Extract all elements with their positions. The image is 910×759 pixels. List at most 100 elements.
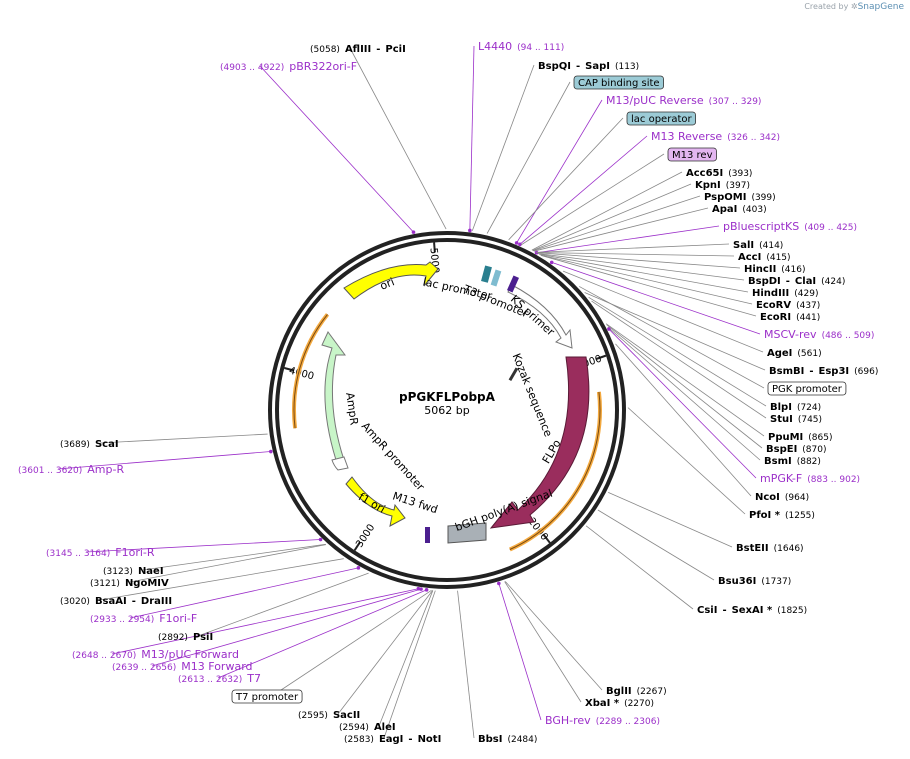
enzyme-label[interactable]: (2892)PsiI — [158, 632, 213, 643]
enzyme-label[interactable]: PpuMI(865) — [768, 432, 832, 443]
enzyme-label[interactable]: KpnI(397) — [695, 180, 750, 191]
enzyme-label[interactable]: BbsI(2484) — [478, 734, 537, 745]
enzyme-label[interactable]: AccI(415) — [738, 252, 791, 263]
snapgene-credit: Created by ✲SnapGene — [804, 2, 904, 12]
enzyme-label[interactable]: ApaI(403) — [712, 204, 767, 215]
enzyme-label[interactable]: BspEI(870) — [766, 444, 827, 455]
label-separator: - — [809, 366, 813, 377]
leader-line — [536, 225, 720, 254]
enzyme-label[interactable]: AgeI(561) — [767, 348, 822, 359]
enzyme-label[interactable]: XbaI *(2270) — [585, 698, 654, 709]
enzyme-label[interactable]: PfoI *(1255) — [749, 510, 815, 521]
enzyme-label[interactable]: BsmBI-Esp3I(696) — [769, 366, 878, 377]
label-name: T7 — [246, 672, 261, 685]
enzyme-label[interactable]: (2583)EagI-NotI — [344, 734, 441, 745]
label-separator: - — [786, 276, 790, 287]
enzyme-label[interactable]: (3121)NgoMIV — [90, 578, 169, 589]
enzyme-label[interactable]: BlpI(724) — [770, 402, 821, 413]
leader-line — [532, 195, 701, 252]
leader-line — [486, 81, 571, 234]
enzyme-label[interactable]: EcoRV(437) — [756, 300, 820, 311]
enzyme-label[interactable]: (2594)AleI — [339, 722, 396, 733]
feature-label[interactable]: (2933 .. 2954)F1ori-F — [90, 612, 197, 625]
feature-box-label[interactable]: M13 rev — [667, 147, 717, 162]
ruler-tick — [433, 242, 436, 253]
leader-line — [536, 252, 741, 269]
enzyme-label[interactable]: (3020)BsaAI-DraIII — [60, 596, 172, 607]
enzyme-label[interactable]: Bsu36I(1737) — [718, 576, 791, 587]
feature-label[interactable]: (2648 .. 2670)M13/pUC Forward — [72, 648, 239, 661]
enzyme-label[interactable]: BglII(2267) — [606, 686, 667, 697]
label-name: L4440 — [478, 40, 512, 53]
orf-flpo-arc-outline — [509, 391, 601, 550]
enzyme-label[interactable]: BspDI-ClaI(424) — [748, 276, 845, 287]
label-name: HincII — [744, 264, 776, 275]
feature-label[interactable]: MSCV-rev(486 .. 509) — [764, 328, 874, 341]
leader-line — [535, 243, 730, 253]
feature-lac-operator-box[interactable] — [481, 265, 492, 283]
leader-line — [585, 525, 694, 610]
enzyme-label[interactable]: BspQI-SapI(113) — [538, 61, 639, 72]
leader-line — [551, 261, 761, 335]
feature-lac-promoter[interactable] — [507, 284, 573, 349]
feature-site-mark — [318, 537, 323, 542]
feature-box-label[interactable]: lac operator — [626, 111, 696, 126]
leader-line — [504, 581, 603, 691]
enzyme-label[interactable]: BstEII(1646) — [736, 543, 804, 554]
feature-box-label[interactable]: T7 promoter — [231, 689, 303, 704]
feature-bgh-polya[interactable] — [447, 522, 487, 544]
feature-m13-fwd-box[interactable] — [425, 527, 430, 543]
enzyme-label[interactable]: SalI(414) — [733, 240, 783, 251]
label-position: (5058) — [310, 45, 340, 55]
enzyme-label[interactable]: StuI(745) — [770, 414, 822, 425]
feature-label[interactable]: (2613 .. 2632)T7 — [178, 672, 261, 685]
leader-line — [519, 135, 648, 245]
feature-label[interactable]: L4440(94 .. 111) — [478, 40, 564, 53]
enzyme-label[interactable]: (3689)ScaI — [60, 439, 119, 450]
feature-label[interactable]: BGH-rev(2289 .. 2306) — [545, 714, 660, 727]
label-name: NaeI — [138, 566, 164, 577]
leader-line — [259, 65, 414, 233]
enzyme-label[interactable]: CsiI-SexAI *(1825) — [697, 605, 807, 616]
feature-label[interactable]: (3601 .. 3620)Amp-R — [18, 463, 124, 476]
feature-site-mark — [514, 241, 519, 245]
label-name-2: SapI — [585, 61, 610, 72]
enzyme-label[interactable]: NcoI(964) — [755, 492, 809, 503]
feature-flpo[interactable] — [489, 356, 590, 529]
feature-ori[interactable] — [343, 261, 439, 300]
enzyme-label[interactable]: HindIII(429) — [752, 288, 818, 299]
label-separator: - — [376, 44, 380, 55]
label-ampr-promoter: AmpR promoter — [359, 420, 427, 494]
feature-label[interactable]: M13/pUC Reverse(307 .. 329) — [606, 94, 761, 107]
feature-label[interactable]: (3145 .. 3164)F1ori-R — [46, 546, 155, 559]
enzyme-label[interactable]: (5058)AflIII-PciI — [310, 44, 406, 55]
enzyme-label[interactable]: HincII(416) — [744, 264, 806, 275]
label-position: (3121) — [90, 579, 120, 589]
feature-arrows — [321, 261, 590, 544]
feature-label[interactable]: M13 Reverse(326 .. 342) — [651, 130, 780, 143]
enzyme-label[interactable]: PspOMI(399) — [704, 192, 776, 203]
label-position: (964) — [785, 493, 809, 503]
feature-f1-ori[interactable] — [345, 476, 406, 527]
feature-box-label[interactable]: PGK promoter — [767, 381, 847, 396]
enzyme-label[interactable]: BsmI(882) — [764, 456, 821, 467]
feature-label[interactable]: mPGK-F(883 .. 902) — [760, 472, 860, 485]
feature-label[interactable]: (4903 .. 4922)pBR322ori-F — [220, 60, 357, 73]
leader-line — [151, 588, 422, 667]
feature-cap-box[interactable] — [490, 269, 502, 287]
enzyme-label[interactable]: Acc65I(393) — [686, 168, 752, 179]
feature-label[interactable]: pBluescriptKS(409 .. 425) — [723, 220, 857, 233]
label-position: (4903 .. 4922) — [220, 63, 284, 73]
enzyme-label[interactable]: (3123)NaeI — [103, 566, 164, 577]
enzyme-label[interactable]: (2595)SacII — [298, 710, 360, 721]
feature-m13-rev-box[interactable] — [507, 275, 519, 293]
label-name-2: ClaI — [795, 276, 816, 287]
feature-label[interactable]: (2639 .. 2656)M13 Forward — [112, 660, 253, 673]
feature-ampr-promoter[interactable] — [331, 456, 349, 471]
enzyme-label[interactable]: EcoRI(441) — [760, 312, 820, 323]
feature-ampr[interactable] — [321, 331, 346, 461]
label-position: (307 .. 329) — [709, 97, 762, 107]
feature-box-label[interactable]: CAP binding site — [573, 75, 664, 90]
label-name-2: PciI — [385, 44, 405, 55]
